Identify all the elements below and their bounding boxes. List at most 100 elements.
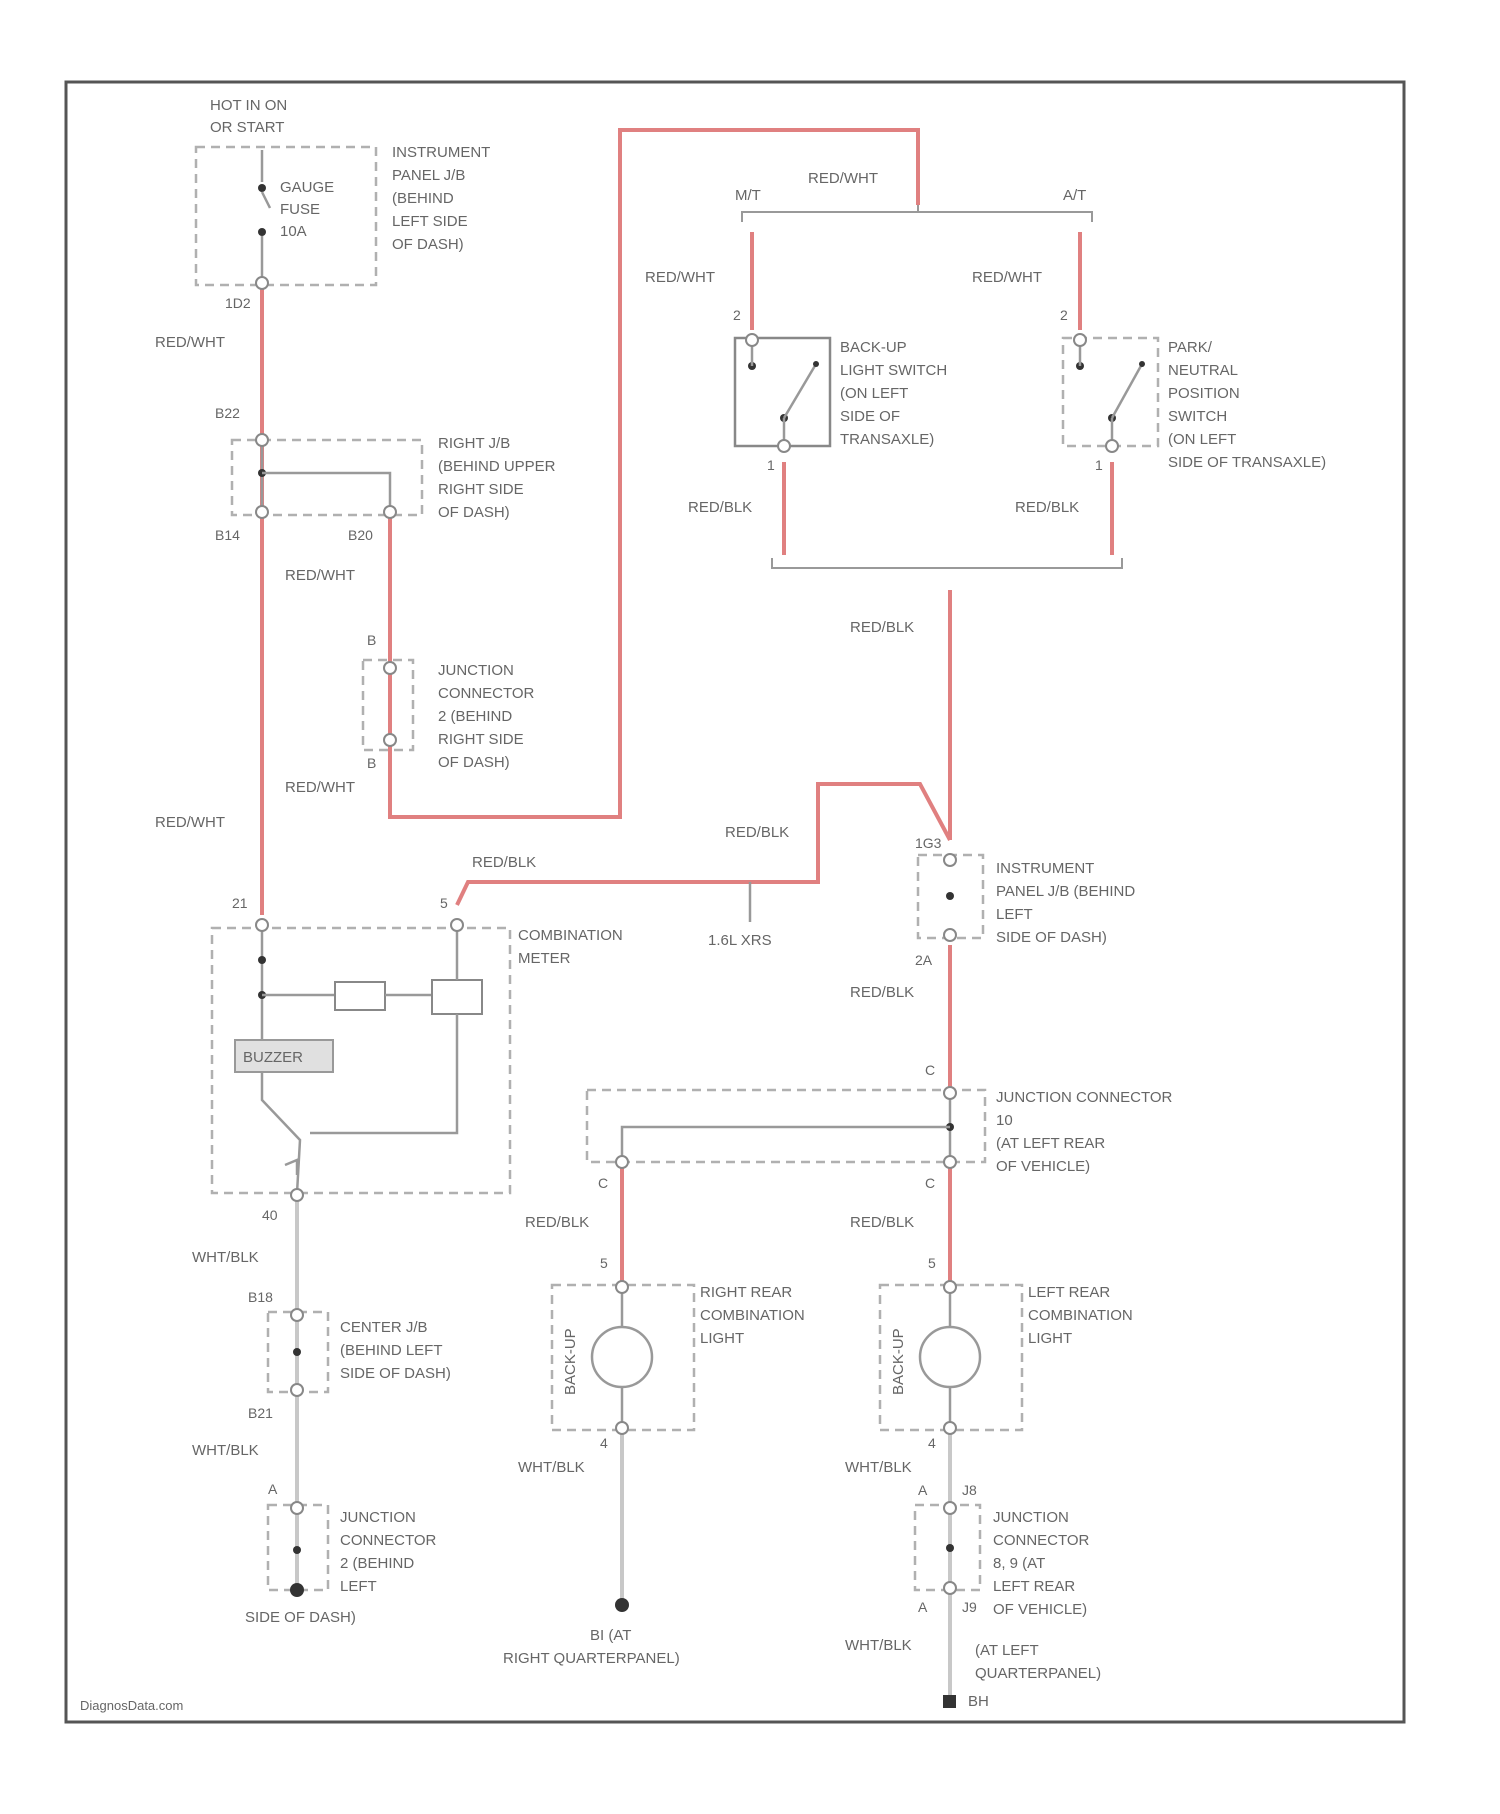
wire-label-redwht-4: RED/WHT xyxy=(155,814,225,831)
ipjb2-location-2: PANEL J/B (BEHIND xyxy=(996,883,1135,900)
fuse-block-location-4: LEFT SIDE xyxy=(392,213,468,230)
wire-label-redblk-4: RED/BLK xyxy=(725,824,789,841)
ground-right-label-2: QUARTERPANEL) xyxy=(975,1665,1101,1682)
ipjb2-pin-top: 1G3 xyxy=(915,835,942,851)
backup-switch-location-4: SIDE OF xyxy=(840,408,900,425)
jc8-location-4: LEFT REAR xyxy=(993,1578,1075,1595)
at-label: A/T xyxy=(1063,187,1086,204)
power-source-line-2: OR START xyxy=(210,119,284,136)
ipjb2-location-3: LEFT xyxy=(996,906,1033,923)
meter-pin-bottom: 40 xyxy=(262,1207,278,1223)
ground-middle-label-1: BI (AT xyxy=(590,1627,631,1644)
wire-label-redblk-1: RED/BLK xyxy=(688,499,752,516)
center-jb-location-2: (BEHIND LEFT xyxy=(340,1342,443,1359)
mt-label: M/T xyxy=(735,187,761,204)
ground-right-tag: BH xyxy=(968,1693,989,1710)
diagram-frame xyxy=(66,82,1404,1722)
fuse-label-2: FUSE xyxy=(280,201,320,218)
fuse-label-3: 10A xyxy=(280,223,307,240)
jc8-pin-top-a: A xyxy=(918,1482,928,1498)
wire-redblk-to-meter xyxy=(457,784,950,905)
jc2-pin-bottom: B xyxy=(367,755,376,771)
wire-label-redwht-7: RED/WHT xyxy=(972,269,1042,286)
rr-location-2: COMBINATION xyxy=(700,1307,805,1324)
meter-pin-left: 21 xyxy=(232,895,248,911)
backup-switch-pin-bottom: 1 xyxy=(767,457,775,473)
bracket-switch-out xyxy=(772,558,1122,568)
wire-label-redblk-6: RED/BLK xyxy=(850,984,914,1001)
jc8-pin-bottom-b: J9 xyxy=(962,1599,977,1615)
jc2-lower-location-3: 2 (BEHIND xyxy=(340,1555,414,1572)
center-jb-location-1: CENTER J/B xyxy=(340,1319,428,1336)
backup-switch-location-3: (ON LEFT xyxy=(840,385,908,402)
rr-pin-bottom: 4 xyxy=(600,1435,608,1451)
jc8-location-2: CONNECTOR xyxy=(993,1532,1090,1549)
wire-label-redblk-7: RED/BLK xyxy=(525,1214,589,1231)
rr-location-3: LIGHT xyxy=(700,1330,744,1347)
wire-label-whtblk-5: WHT/BLK xyxy=(845,1637,912,1654)
rr-bulb-label: BACK-UP xyxy=(562,1328,579,1395)
jc10-location-3: (AT LEFT REAR xyxy=(996,1135,1105,1152)
jc2-lower-location-4: LEFT xyxy=(340,1578,377,1595)
center-jb-pin-top: B18 xyxy=(248,1289,273,1305)
wire-label-redwht-2: RED/WHT xyxy=(285,567,355,584)
wires xyxy=(262,130,1122,1700)
connector-pins xyxy=(256,277,1118,1594)
labels: HOT IN ON OR START GAUGE FUSE 10A INSTRU… xyxy=(80,97,1326,1713)
ground-left xyxy=(290,1583,304,1597)
fuse-block-location-3: (BEHIND xyxy=(392,190,454,207)
jc2-lower-pin: A xyxy=(268,1481,278,1497)
pn-switch-location-2: NEUTRAL xyxy=(1168,362,1238,379)
ground-left-label: SIDE OF DASH) xyxy=(245,1609,356,1626)
right-jb-location-1: RIGHT J/B xyxy=(438,435,510,452)
jc8-pin-bottom-a: A xyxy=(918,1599,928,1615)
meter-resistor xyxy=(335,982,385,1010)
jc10-pin-right: C xyxy=(925,1175,935,1191)
pn-switch-pin-top: 2 xyxy=(1060,307,1068,323)
center-jb-location-3: SIDE OF DASH) xyxy=(340,1365,451,1382)
pn-switch-location-3: POSITION xyxy=(1168,385,1240,402)
meter-label-2: METER xyxy=(518,950,571,967)
jc10-location-4: OF VEHICLE) xyxy=(996,1158,1090,1175)
lr-location-3: LIGHT xyxy=(1028,1330,1072,1347)
lr-pin-bottom: 4 xyxy=(928,1435,936,1451)
buzzer-label: BUZZER xyxy=(243,1049,303,1066)
lr-bulb-label: BACK-UP xyxy=(890,1328,907,1395)
wire-label-redwht-6: RED/WHT xyxy=(645,269,715,286)
pn-switch-box xyxy=(1063,338,1158,446)
pn-switch-location-5: (ON LEFT xyxy=(1168,431,1236,448)
pn-switch-location-1: PARK/ xyxy=(1168,339,1213,356)
fuse-block-location-2: PANEL J/B xyxy=(392,167,465,184)
backup-switch-pin-top: 2 xyxy=(733,307,741,323)
ground-right xyxy=(943,1695,956,1708)
right-jb-location-4: OF DASH) xyxy=(438,504,510,521)
meter-ic xyxy=(432,980,482,1014)
lr-location-1: LEFT REAR xyxy=(1028,1284,1110,1301)
center-jb-pin-bottom: B21 xyxy=(248,1405,273,1421)
lr-pin-top: 5 xyxy=(928,1255,936,1271)
fuse-pin: 1D2 xyxy=(225,295,251,311)
rr-location-1: RIGHT REAR xyxy=(700,1284,792,1301)
jc10-pin-top: C xyxy=(925,1062,935,1078)
ipjb2-pin-bottom: 2A xyxy=(915,952,933,968)
right-jb-location-2: (BEHIND UPPER xyxy=(438,458,556,475)
backup-switch-location-5: TRANSAXLE) xyxy=(840,431,934,448)
meter-pin-right: 5 xyxy=(440,895,448,911)
jc8-location-1: JUNCTION xyxy=(993,1509,1069,1526)
wire-label-redblk-8: RED/BLK xyxy=(850,1214,914,1231)
jc2-pin-top: B xyxy=(367,632,376,648)
jc8-pin-top-b: J8 xyxy=(962,1482,977,1498)
jc2-lower-location-2: CONNECTOR xyxy=(340,1532,437,1549)
wire-label-whtblk-1: WHT/BLK xyxy=(192,1249,259,1266)
wire-label-redwht-3: RED/WHT xyxy=(285,779,355,796)
jc10-pin-left: C xyxy=(598,1175,608,1191)
fuse-block-location-1: INSTRUMENT xyxy=(392,144,490,161)
lr-location-2: COMBINATION xyxy=(1028,1307,1133,1324)
jc10-location-2: 10 xyxy=(996,1112,1013,1129)
rr-pin-top: 5 xyxy=(600,1255,608,1271)
rr-bulb xyxy=(592,1327,652,1387)
right-jb-pin-top: B22 xyxy=(215,405,240,421)
wire-label-redwht-1: RED/WHT xyxy=(155,334,225,351)
power-source-line-1: HOT IN ON xyxy=(210,97,287,114)
